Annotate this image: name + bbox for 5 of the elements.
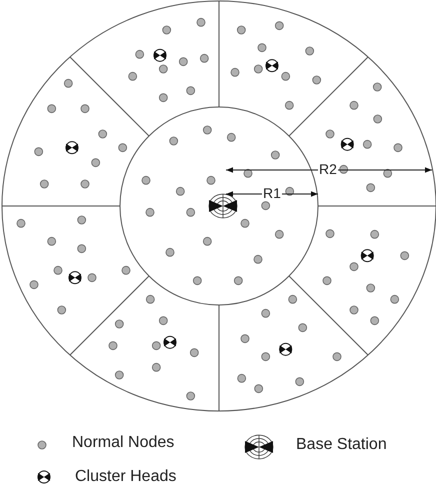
legend-label: Base Station — [296, 437, 387, 453]
legend-label: Normal Nodes — [72, 435, 174, 451]
radius-label: R2 — [318, 162, 338, 176]
legend-label: Cluster Heads — [75, 469, 176, 485]
radius-label: R1 — [262, 186, 282, 200]
